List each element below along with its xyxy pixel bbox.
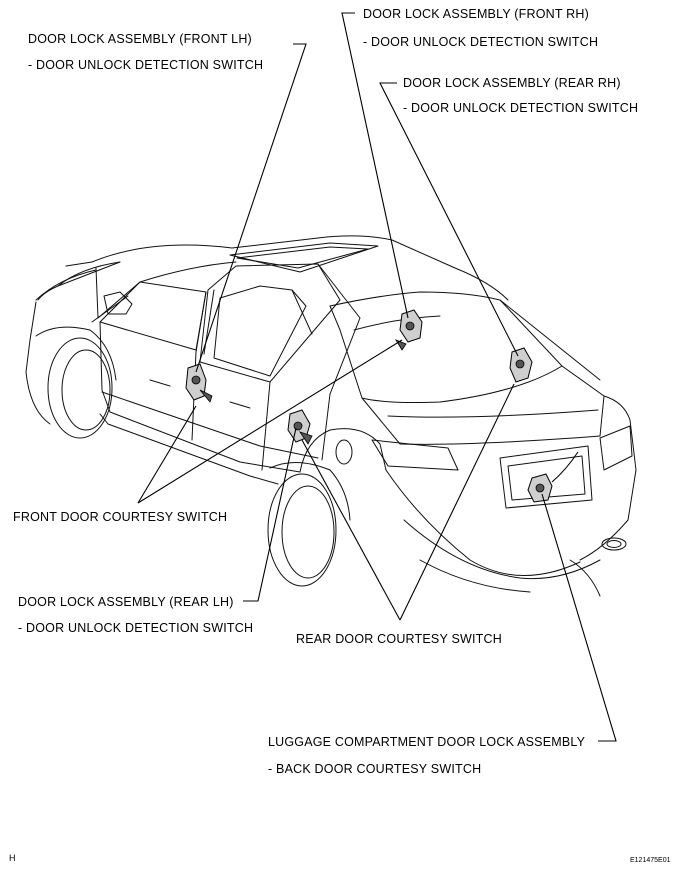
label-front-courtesy: FRONT DOOR COURTESY SWITCH [13, 510, 228, 524]
label-front-lh-sub: - DOOR UNLOCK DETECTION SWITCH [28, 58, 264, 72]
label-rear-lh-sub: - DOOR UNLOCK DETECTION SWITCH [18, 621, 254, 635]
label-rear-rh-title: DOOR LOCK ASSEMBLY (REAR RH) [403, 76, 621, 90]
label-luggage-title: LUGGAGE COMPARTMENT DOOR LOCK ASSEMBLY [268, 735, 586, 749]
corner-mark: H [9, 853, 16, 863]
label-luggage-sub: - BACK DOOR COURTESY SWITCH [268, 762, 482, 776]
label-rear-rh-sub: - DOOR UNLOCK DETECTION SWITCH [403, 101, 639, 115]
door-lock-front-lh [185, 363, 213, 403]
leader-lines [137, 12, 617, 742]
figure-code: E121475E01 [630, 857, 671, 864]
label-rear-lh-title: DOOR LOCK ASSEMBLY (REAR LH) [18, 595, 234, 609]
label-front-rh-sub: - DOOR UNLOCK DETECTION SWITCH [363, 35, 599, 49]
label-rear-courtesy: REAR DOOR COURTESY SWITCH [296, 632, 502, 646]
car-body [25, 235, 637, 597]
label-front-lh-title: DOOR LOCK ASSEMBLY (FRONT LH) [28, 32, 252, 46]
door-lock-rear-rh [509, 347, 533, 383]
door-lock-front-rh [395, 309, 423, 351]
door-lock-rear-lh [287, 409, 313, 445]
label-front-rh-title: DOOR LOCK ASSEMBLY (FRONT RH) [363, 7, 589, 21]
luggage-door-lock [527, 451, 579, 503]
